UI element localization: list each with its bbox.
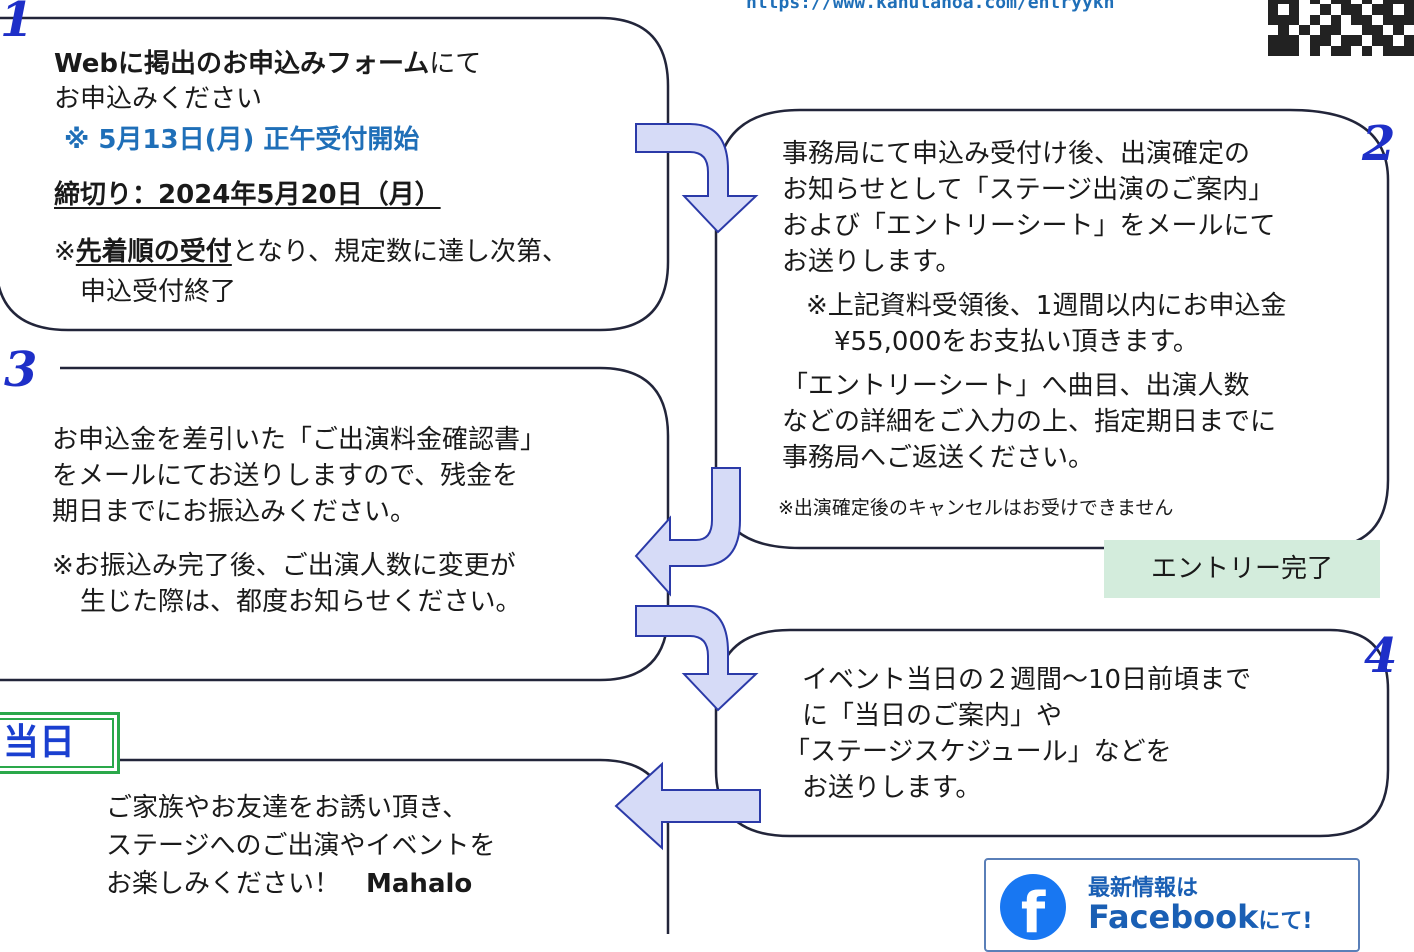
today-label-box: 当日	[0, 712, 120, 774]
step2-para3-line1: 「エントリーシート」へ曲目、出演人数	[782, 371, 1250, 401]
facebook-line1: 最新情報は	[1088, 876, 1199, 901]
facebook-line2: Facebookにて!	[1088, 898, 1313, 936]
flow-arrow-4	[614, 761, 761, 851]
entry-url[interactable]: https://www.kahulahoa.com/entryykh	[746, 0, 1115, 13]
step2-para3-line3: 事務局へご返送ください。	[782, 443, 1095, 473]
step2-para3-line2: などの詳細をご入力の上、指定期日までに	[782, 407, 1277, 437]
step4-line3: 「ステージスケジュール」などを	[784, 737, 1172, 767]
step3-para1-line1: お申込金を差引いた「ご出演料金確認書」	[52, 425, 547, 455]
step4-line1: イベント当日の２週間〜10日前頃まで	[802, 665, 1252, 695]
facebook-icon: f	[1000, 874, 1066, 940]
step3-para1-line3: 期日までにお振込みください。	[52, 497, 417, 527]
flow-arrow-1	[635, 123, 759, 234]
entry-complete-badge: エントリー完了	[1104, 540, 1380, 598]
step-3-number: 3	[4, 342, 38, 398]
step2-para1-line4: お送りします。	[782, 247, 962, 277]
step1-start-notice: ※ 5月13日(月) 正午受付開始	[64, 125, 420, 155]
today-line2: ステージへのご出演やイベントを	[106, 831, 496, 861]
step1-line1: Webに掲出のお申込みフォームにて	[54, 49, 482, 79]
step1-note-line2: 申込受付終了	[80, 277, 237, 307]
today-line1: ご家族やお友達をお誘い頂き、	[106, 793, 469, 823]
today-label: 当日	[3, 722, 76, 763]
step2-para2-line1: ※上記資料受領後、1週間以内にお申込金	[806, 291, 1287, 321]
step2-para1-line2: お知らせとして「ステージ出演のご案内」	[782, 175, 1275, 205]
step1-frame	[0, 16, 670, 332]
step2-para1-line3: および「エントリーシート」をメールにて	[782, 211, 1276, 241]
step4-line2: に「当日のご案内」や	[802, 701, 1063, 731]
step2-para2-line2: ¥55,000をお支払い頂きます。	[834, 327, 1199, 357]
step1-deadline: 締切り：2024年5月20日（月）	[54, 180, 441, 210]
step-1-number: 1	[0, 0, 34, 48]
step-2-number: 2	[1362, 116, 1396, 172]
step1-note: ※先着順の受付となり、規定数に達し次第、	[54, 237, 568, 267]
today-line3: お楽しみください！Mahalo	[106, 869, 473, 899]
step-4-number: 4	[1364, 628, 1398, 684]
step4-frame	[714, 628, 1390, 838]
step2-para1-line1: 事務局にて申込み受付け後、出演確定の	[782, 139, 1251, 169]
step2-cancel-note: ※出演確定後のキャンセルはお受けできません	[778, 497, 1174, 519]
step3-para2-line2: 生じた際は、都度お知らせください。	[80, 587, 522, 617]
step3-para2-line1: ※お振込み完了後、ご出演人数に変更が	[52, 551, 516, 581]
flow-arrow-3	[635, 605, 759, 712]
step3-para1-line2: をメールにてお送りしますので、残金を	[52, 461, 519, 491]
qr-code	[1268, 0, 1414, 56]
facebook-banner[interactable]: f 最新情報は Facebookにて!	[984, 858, 1360, 952]
step4-line4: お送りします。	[802, 773, 982, 803]
flow-arrow-2	[634, 467, 741, 597]
step1-line2: お申込みください	[54, 84, 263, 114]
